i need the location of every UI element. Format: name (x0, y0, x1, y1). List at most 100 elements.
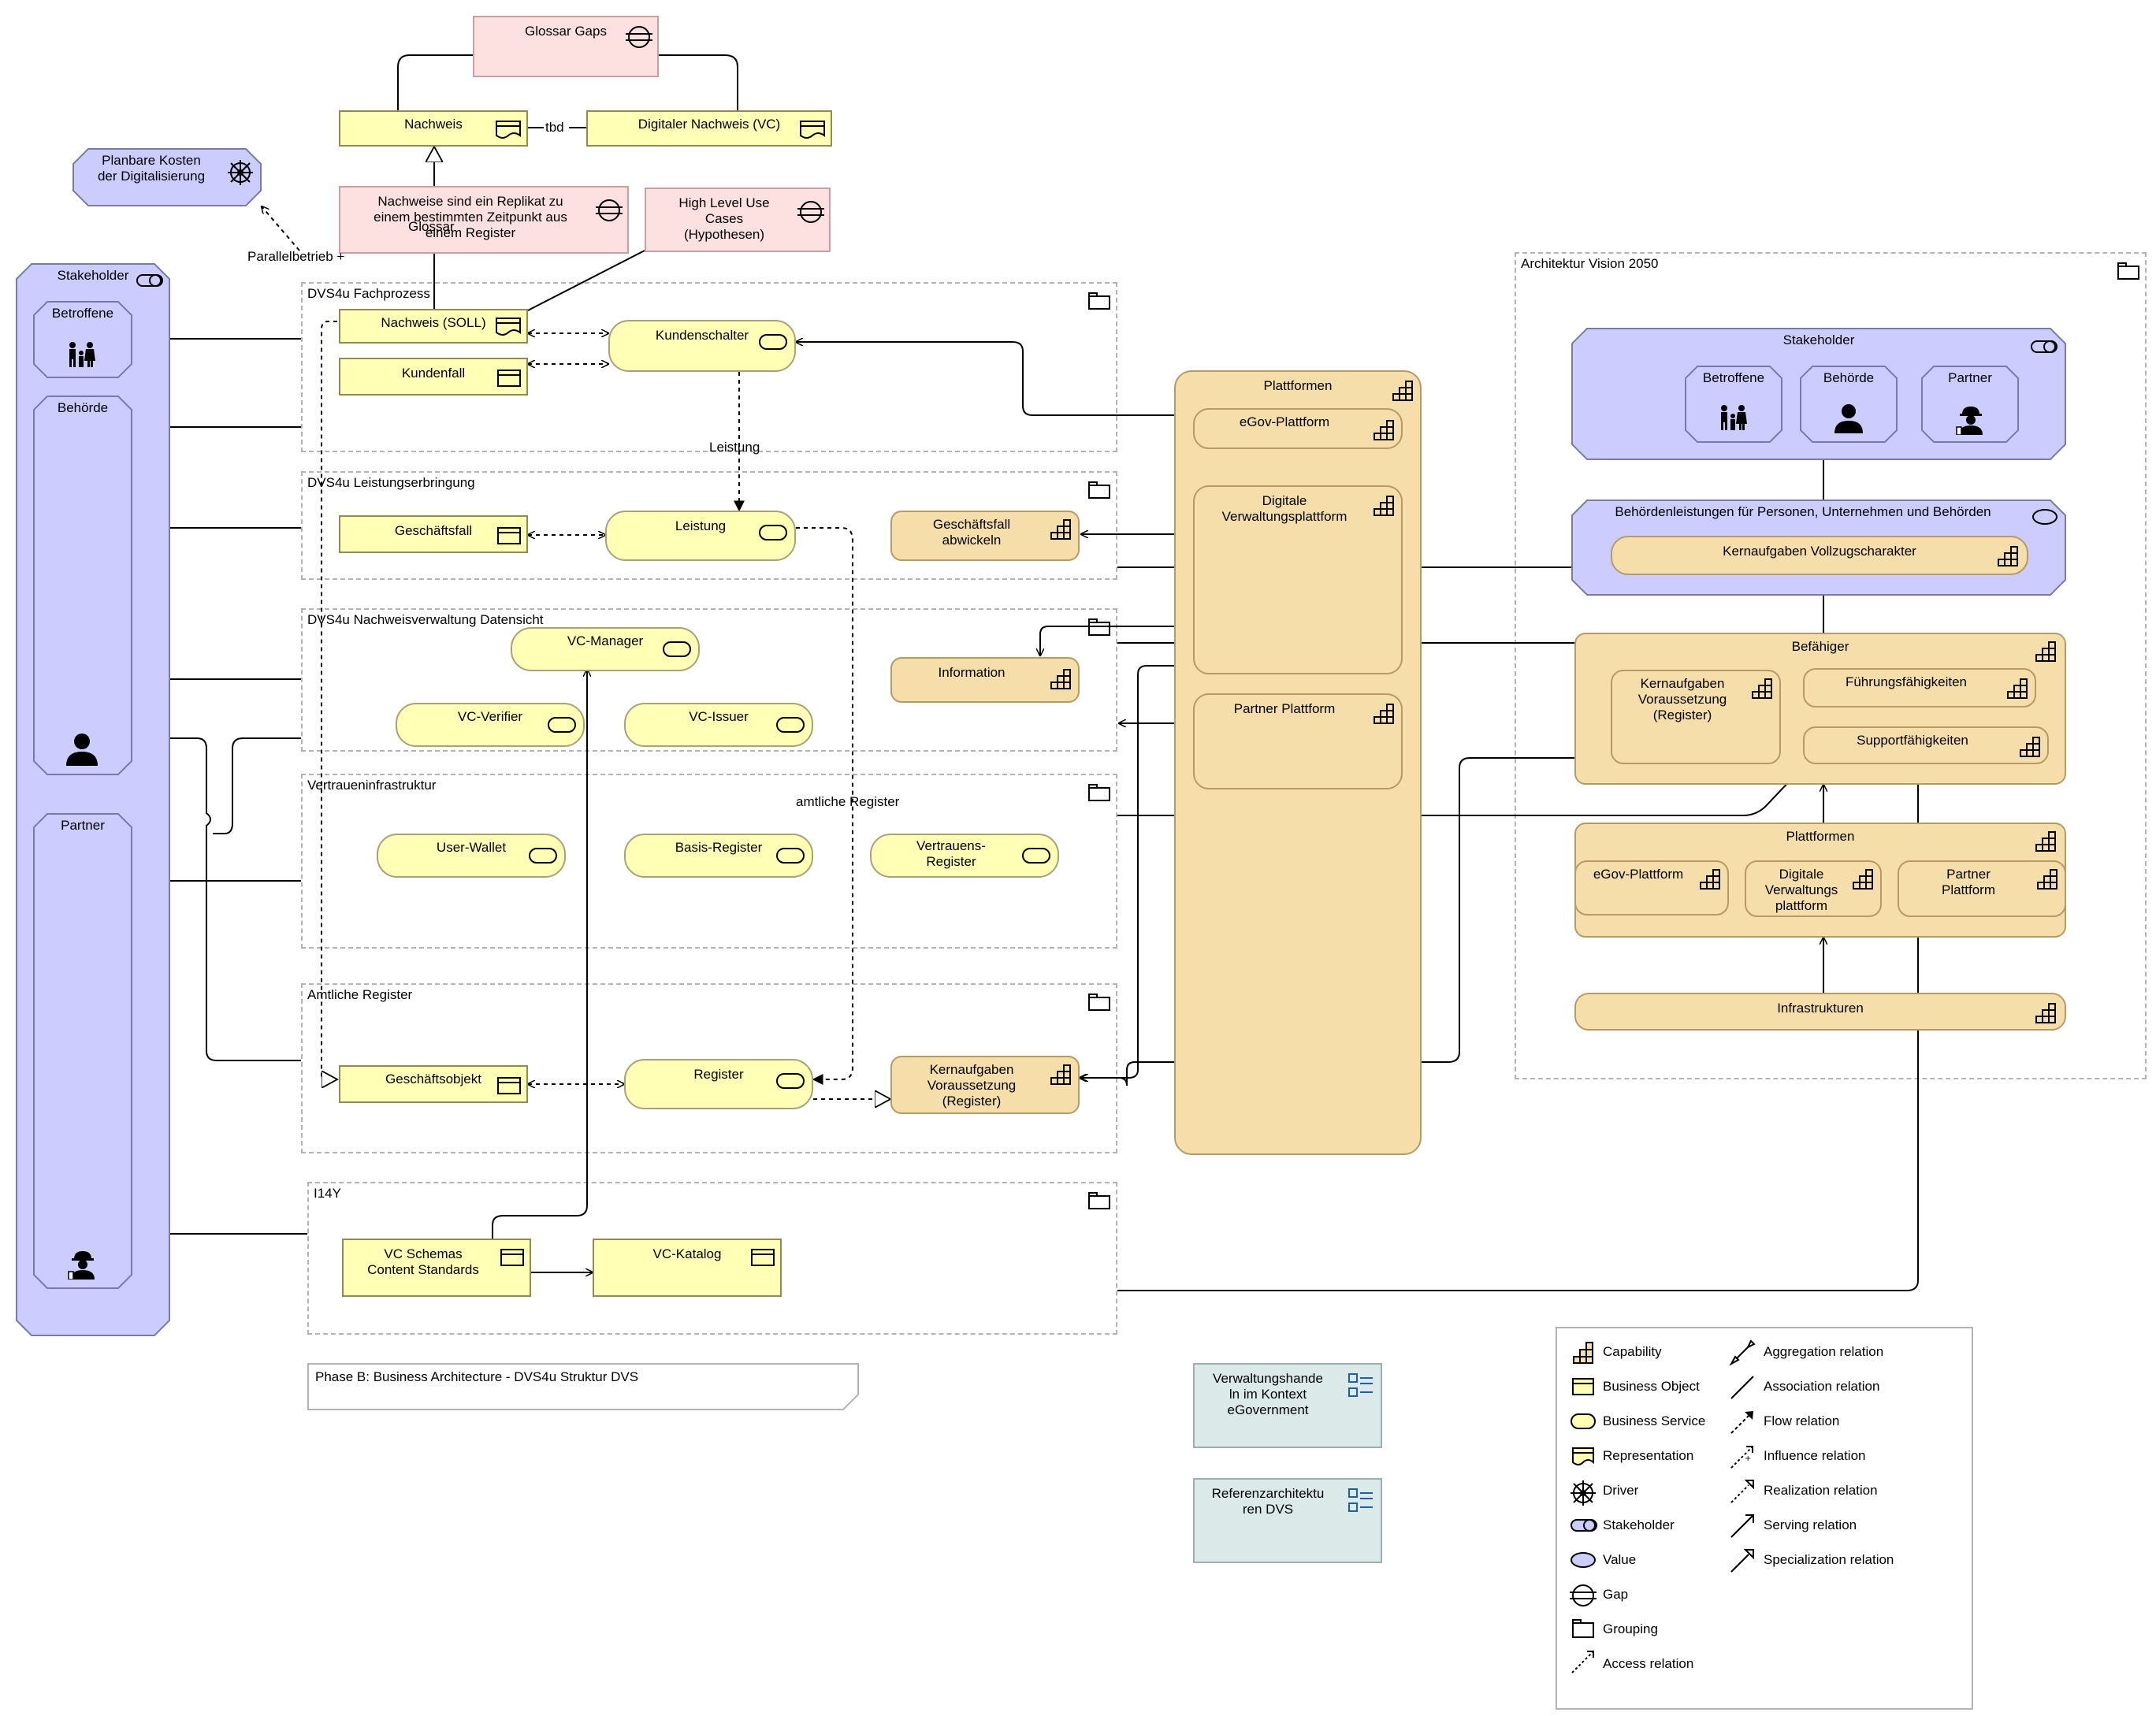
legend-gap-label: Gap (1603, 1587, 1629, 1602)
vision-digitale-plattform[interactable]: Digitale Verwaltungs plattform (1745, 860, 1882, 917)
business-service-vc-issuer[interactable]: VC-Issuer (624, 703, 813, 747)
representation-icon (800, 121, 825, 139)
representation-nachweis-soll[interactable]: Nachweis (SOLL) (339, 309, 528, 344)
capability-icon (1700, 869, 1720, 890)
vc-schemas-label: VC Schemas Content Standards (367, 1246, 479, 1277)
influence-label-parallelbetrieb: Parallelbetrieb + (247, 249, 345, 264)
representation-digitaler-nachweis-label: Digitaler Nachweis (VC) (638, 117, 781, 132)
business-service-icon (1022, 848, 1050, 864)
group-i14y-label: I14Y (314, 1186, 341, 1201)
group-dvs4u-leistungserbringung[interactable]: DVS4u Leistungserbringung (301, 471, 1117, 580)
legend-driver-icon (1571, 1480, 1596, 1506)
legend-association-label: Association relation (1764, 1379, 1880, 1394)
nachweis-soll-label: Nachweis (SOLL) (381, 315, 486, 330)
capability-information[interactable]: Information (890, 657, 1080, 703)
capability-egov-plattform[interactable]: eGov-Plattform (1193, 408, 1403, 449)
business-service-basis-register[interactable]: Basis-Register (624, 834, 813, 878)
capability-kernaufgaben-voraussetzung[interactable]: Kernaufgaben Voraussetzung (Register) (890, 1056, 1080, 1114)
legend-aggregation-label: Aggregation relation (1764, 1344, 1884, 1359)
legend-business-service-label: Business Service (1603, 1413, 1706, 1428)
vision-partner-plattform[interactable]: Partner Plattform (1898, 860, 2066, 917)
vision-kernaufgaben-vollzug-label: Kernaufgaben Vollzugscharakter (1723, 544, 1916, 559)
representation-nachweis[interactable]: Nachweis (339, 110, 528, 147)
phase-b-label: Phase B: Business Architecture - DVS4u S… (315, 1369, 639, 1384)
capability-digitale-verwaltungsplattform[interactable]: Digitale Verwaltungsplattform (1193, 485, 1403, 674)
business-service-icon (759, 525, 787, 540)
vision-kernaufgaben-vollzug[interactable]: Kernaufgaben Vollzugscharakter (1611, 536, 2028, 575)
folder-icon (1088, 292, 1110, 310)
leistung-label: Leistung (675, 518, 727, 533)
kundenfall-label: Kundenfall (401, 366, 466, 381)
gap-glossar-gaps[interactable]: Glossar Gaps (473, 16, 659, 77)
folder-icon (1088, 994, 1110, 1011)
association-schemas-vcmanager (492, 670, 587, 1241)
business-object-icon (497, 1077, 521, 1094)
driver-planbare-kosten[interactable]: Planbare Kosten der Digitalisierung (72, 148, 262, 206)
group-i14y[interactable]: I14Y (307, 1182, 1117, 1335)
driver-icon (228, 160, 253, 185)
business-object-geschaeftsfall[interactable]: Geschäftsfall (339, 515, 528, 553)
capability-partner-plattform[interactable]: Partner Plattform (1193, 693, 1403, 789)
group-amtliche-label: Amtliche Register (307, 987, 413, 1002)
vision-kernaufgaben-voraussetzung[interactable]: Kernaufgaben Voraussetzung (Register) (1611, 670, 1781, 764)
business-object-geschaeftsobjekt[interactable]: Geschäftsobjekt (339, 1065, 528, 1103)
representation-digitaler-nachweis[interactable]: Digitaler Nachweis (VC) (586, 110, 832, 147)
legend-stakeholder-label: Stakeholder (1603, 1517, 1675, 1532)
business-service-vc-verifier[interactable]: VC-Verifier (396, 703, 585, 747)
view-ref-referenzarchitektur[interactable]: Referenzarchitektu ren DVS (1193, 1478, 1382, 1563)
vision-stakeholder-betroffene[interactable]: Betroffene (1685, 366, 1782, 443)
vision-stakeholder-partner[interactable]: Partner (1921, 366, 2019, 443)
value-icon (2032, 509, 2057, 525)
business-object-icon (500, 1249, 524, 1266)
vision-stakeholder-behoerde[interactable]: Behörde (1800, 366, 1898, 443)
business-service-vertrauens-register[interactable]: Vertrauens- Register (870, 834, 1059, 878)
business-service-kundenschalter[interactable]: Kundenschalter (608, 320, 796, 372)
stakeholder-partner-label: Partner (61, 818, 105, 833)
business-service-icon (529, 848, 557, 864)
business-object-kundenfall[interactable]: Kundenfall (339, 358, 528, 396)
gap-icon (626, 26, 652, 48)
stakeholder-partner[interactable]: Partner (33, 813, 132, 1289)
stakeholder-betroffene[interactable]: Betroffene (33, 301, 132, 378)
flow-label-amtliche-register: amtliche Register (796, 794, 900, 809)
legend-access-label: Access relation (1603, 1656, 1694, 1671)
stakeholder-column-label: Stakeholder (57, 268, 129, 283)
group-leistungserbringung-label: DVS4u Leistungserbringung (307, 475, 475, 490)
business-service-icon (759, 334, 787, 350)
person-icon (66, 734, 98, 766)
vision-supportfaehigkeiten[interactable]: Supportfähigkeiten (1803, 726, 2049, 764)
legend-specialization-label: Specialization relation (1764, 1552, 1894, 1567)
business-service-user-wallet[interactable]: User-Wallet (377, 834, 566, 878)
view-ref-verwaltungshandeln[interactable]: Verwaltungshande ln im Kontext eGovernme… (1193, 1363, 1382, 1448)
business-object-vc-schemas[interactable]: VC Schemas Content Standards (342, 1239, 531, 1297)
vision-egov-plattform[interactable]: eGov-Plattform (1574, 860, 1729, 916)
note-shape (307, 1363, 859, 1410)
geschaeftsobjekt-label: Geschäftsobjekt (385, 1072, 481, 1086)
family-icon (1721, 405, 1747, 430)
vision-plattformen-label: Plattformen (1786, 829, 1855, 844)
capability-icon (2037, 869, 2057, 890)
worker-icon (1956, 407, 1983, 435)
vision-digitale-label: Digitale Verwaltungs plattform (1764, 867, 1838, 913)
svg-text:+: + (1745, 1454, 1751, 1463)
legend-specialization-icon (1730, 1549, 1754, 1573)
business-object-icon (751, 1249, 775, 1266)
business-service-vc-manager[interactable]: VC-Manager (511, 627, 700, 671)
business-service-icon (776, 717, 805, 733)
stakeholder-icon (136, 274, 163, 287)
legend-representation-label: Representation (1603, 1448, 1694, 1463)
capability-icon (1050, 519, 1071, 540)
vision-infrastrukturen[interactable]: Infrastrukturen (1574, 993, 2066, 1031)
stakeholder-behoerde[interactable]: Behörde (33, 396, 132, 775)
capability-geschaeftsfall-abwickeln[interactable]: Geschäftsfall abwickeln (890, 511, 1080, 561)
business-service-leistung[interactable]: Leistung (605, 511, 796, 561)
legend-access-relation-icon (1571, 1651, 1594, 1673)
vision-fuehrungsfaehigkeiten[interactable]: Führungsfähigkeiten (1803, 668, 2036, 708)
business-service-register[interactable]: Register (624, 1059, 813, 1109)
gap-nachweise-replikat[interactable]: Nachweise sind ein Replikat zu einem bes… (339, 186, 629, 254)
business-object-vc-katalog[interactable]: VC-Katalog (593, 1239, 782, 1297)
gap-high-level-use-cases[interactable]: High Level Use Cases (Hypothesen) (645, 188, 831, 252)
vision-kernaufgaben-vor-label: Kernaufgaben Voraussetzung (Register) (1637, 676, 1727, 722)
vision-egov-label: eGov-Plattform (1593, 867, 1684, 882)
association-glossar-nachweis (397, 54, 473, 110)
